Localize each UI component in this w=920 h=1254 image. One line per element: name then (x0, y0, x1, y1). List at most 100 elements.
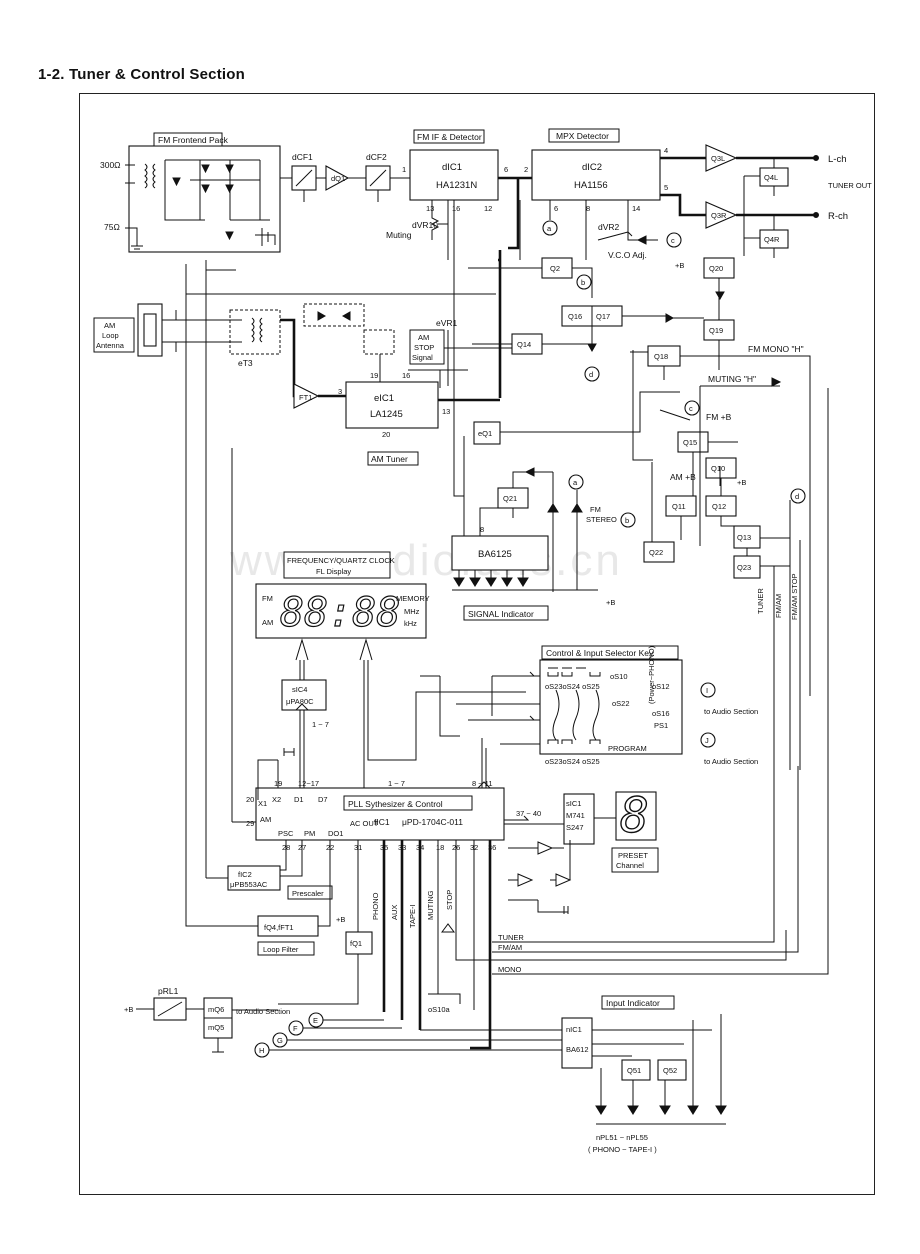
q21-label: Q21 (503, 494, 517, 503)
conn-g-label: G (277, 1036, 283, 1045)
lch-terminal (813, 155, 819, 161)
mpx-pin14: 14 (632, 204, 640, 213)
q3r-label: Q3R (711, 211, 727, 220)
fm-if-pin6: 6 (504, 165, 508, 174)
relay-wires (136, 1001, 204, 1017)
am-ic-pin20: 20 (382, 430, 390, 439)
plus-b-q20: +B (675, 261, 684, 270)
conn-b-mid[interactable] (620, 512, 636, 528)
fm-stereo-label-2: STEREO (586, 515, 617, 524)
loop-filter-wires (185, 294, 331, 927)
pll-d7: D7 (318, 795, 328, 804)
mq6-label: mQ6 (208, 1005, 224, 1014)
pll-chip-name: fIC1 (374, 817, 390, 827)
fq1-wires (278, 840, 359, 1005)
q4-wires (743, 158, 775, 258)
pll-ac-out: AC OUT (350, 819, 379, 828)
preset-label-1: PRESET (618, 851, 648, 860)
conn-d-top[interactable] (584, 366, 600, 382)
pll-do1: DO1 (328, 829, 343, 838)
conn-a-top[interactable] (542, 220, 558, 236)
eq1-box (473, 421, 501, 445)
mpx-pin2: 2 (524, 165, 528, 174)
fq1-label: fQ1 (350, 939, 362, 948)
fm-if-pin12: 12 (484, 204, 492, 213)
ft1-amp (293, 383, 320, 409)
sic4-name: sIC4 (292, 685, 307, 694)
pll-p20: 20 (246, 795, 254, 804)
vertical-thin-wires (437, 840, 787, 1010)
conn-ef-wires (269, 1019, 490, 1051)
fm-if-chip (409, 149, 499, 201)
conn-b-top-label: b (581, 278, 585, 287)
nic1-name: nIC1 (566, 1025, 582, 1034)
bus-tuner: TUNER (498, 933, 524, 942)
am-loop-label-1: AM (104, 321, 115, 330)
dcf2-wires (303, 169, 410, 202)
sic1-name: sIC1 (566, 799, 581, 808)
control-key-switches (547, 667, 601, 744)
pll-chip-part: μPD-1704C-011 (402, 817, 463, 827)
q51-label: Q51 (627, 1066, 641, 1075)
conn-j[interactable] (700, 732, 716, 748)
q52-box (657, 1059, 687, 1081)
signal-indicator-label: SIGNAL Indicator (468, 609, 534, 619)
tuner-out-label: TUNER OUT (828, 181, 872, 190)
q3l-label: Q3L (711, 154, 725, 163)
fq1-plus-b: +B (336, 915, 345, 924)
conn-c-top-label: c (671, 236, 675, 245)
am-ic-part: LA1245 (370, 409, 403, 420)
pll-d1: D1 (294, 795, 304, 804)
fm-if-pin13: 13 (426, 204, 434, 213)
conn-c-top[interactable] (666, 232, 682, 248)
conn-i[interactable] (700, 682, 716, 698)
pll-label: PLL Sythesizer & Control (348, 799, 443, 809)
fm-if-pin1: 1 (402, 165, 406, 174)
to-audio-1: to Audio Section (704, 707, 758, 716)
am-ic-chip (345, 381, 439, 429)
display-khz: kHz (404, 619, 417, 628)
sic4-part: μPA80C (286, 697, 314, 706)
am-loop-inner (143, 313, 157, 347)
q12-label: Q12 (712, 502, 726, 511)
output-wires (660, 156, 816, 217)
am-loop-label-2: Loop (102, 331, 119, 340)
fm-if-pin16: 16 (452, 204, 460, 213)
pll-p12-17: 12~17 (298, 779, 319, 788)
dcf2-label: dCF2 (366, 152, 387, 162)
fm-frontend-tag (153, 132, 223, 147)
fm-stereo-label-1: FM (590, 505, 601, 514)
nic1-part: BA612 (566, 1045, 589, 1054)
conn-b-top[interactable] (576, 274, 592, 290)
signal-indicator-tag (463, 605, 549, 621)
q11-label: Q11 (672, 502, 686, 511)
q51-box (621, 1059, 651, 1081)
ba6125-wires (463, 436, 578, 592)
prescaler-tag (287, 885, 333, 900)
conn-b-mid-label: b (625, 516, 629, 525)
am-tuner-tag (367, 451, 419, 466)
ba6125-label: BA6125 (478, 549, 512, 560)
conn-d-mid-label: d (795, 492, 799, 501)
pll-p29: 29 (246, 819, 254, 828)
dcf1-label: dCF1 (292, 152, 313, 162)
conn-a-mid[interactable] (568, 474, 584, 490)
mq-wires (204, 1009, 278, 1053)
npl-label-2: ( PHONO ~ TAPE-I ) (588, 1145, 657, 1154)
relay-label: pRL1 (158, 986, 179, 996)
conn-h-label: H (259, 1046, 264, 1055)
fm-if-chip-part: HA1231N (436, 180, 477, 191)
vlabel-phono: PHONO (371, 892, 380, 920)
preset-label-2: Channel (616, 861, 644, 870)
fm-mono-label: FM MONO "H" (748, 344, 804, 354)
conn-e-label: E (313, 1016, 318, 1025)
loop-filter-tag (257, 941, 315, 956)
page-title: 1-2. Tuner & Control Section (38, 66, 246, 83)
conn-c-mid[interactable] (684, 400, 700, 416)
dcf1-wires (280, 169, 326, 187)
control-key-tag (541, 645, 679, 660)
conn-d-mid[interactable] (790, 488, 806, 504)
eq1-label: eQ1 (478, 429, 492, 438)
display-fm: FM (262, 594, 273, 603)
dvr10-wires (430, 200, 449, 260)
